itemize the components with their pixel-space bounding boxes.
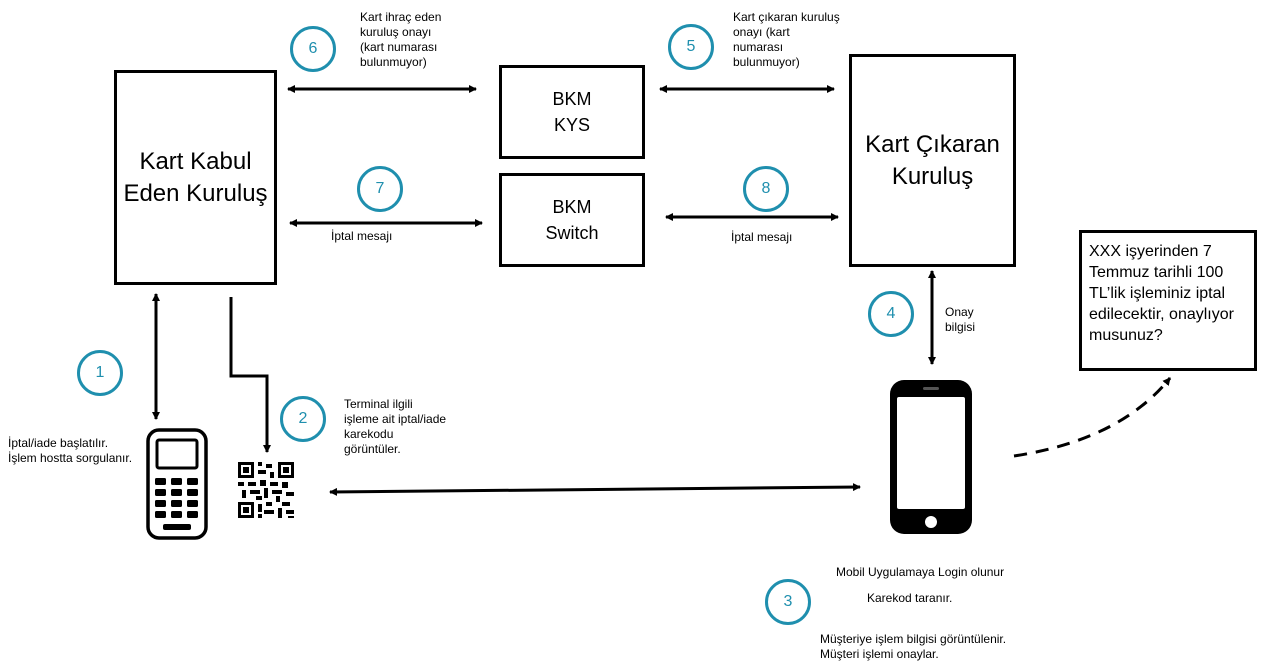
qr-scanned-note: Karekod taranır. — [867, 591, 953, 605]
cancel-message-note-left: İptal mesajı — [331, 229, 393, 243]
issuer-box: Kart Çıkaran Kuruluş — [849, 54, 1016, 267]
confirmation-message-box: XXX işyerinden 7 Temmuz tarihli 100 TL’l… — [1079, 230, 1257, 371]
acquirer-label: Kart Kabul Eden Kuruluş — [123, 147, 268, 207]
step-circle-7: 7 — [357, 166, 403, 212]
bkm-kys-box: BKM KYS — [499, 65, 645, 159]
qr-code-icon — [238, 462, 294, 518]
step-circle-2: 2 — [280, 396, 326, 442]
issuer-approval-note-right: Kart çıkaran kuruluş onayı (kart numaras… — [733, 10, 840, 69]
issuer-approval-note-left: Kart ihraç eden kuruluş onayı (kart numa… — [360, 10, 442, 69]
step-circle-6: 6 — [290, 26, 336, 72]
step-circle-3: 3 — [765, 579, 811, 625]
step-circle-4: 4 — [868, 291, 914, 337]
arrow-acquirer-qr — [229, 297, 271, 453]
step-circle-5: 5 — [668, 24, 714, 70]
terminal-qr-note: Terminal ilgili işleme ait iptal/iade ka… — [344, 397, 447, 456]
cancel-message-note-right: İptal mesajı — [731, 230, 793, 244]
bkm-kys-label: BKM KYS — [552, 89, 592, 135]
bkm-switch-label: BKM Switch — [545, 197, 599, 243]
pos-start-note: İptal/iade başlatılır. İşlem hostta sorg… — [8, 436, 133, 465]
step-circle-8: 8 — [743, 166, 789, 212]
customer-view-note: Müşteriye işlem bilgisi görüntülenir. Mü… — [820, 632, 1007, 661]
mobile-login-note: Mobil Uygulamaya Login olunur — [836, 565, 1005, 579]
approval-info-note: Onay bilgisi — [945, 305, 976, 334]
smartphone-icon — [890, 380, 972, 534]
bkm-switch-box: BKM Switch — [499, 173, 645, 267]
step-circle-1: 1 — [77, 350, 123, 396]
issuer-label: Kart Çıkaran Kuruluş — [865, 130, 1000, 190]
arrow-phone-message-dashed — [1013, 377, 1172, 458]
acquirer-box: Kart Kabul Eden Kuruluş — [114, 70, 277, 285]
pos-terminal-icon — [146, 428, 208, 540]
arrow-qr-phone — [329, 483, 861, 496]
